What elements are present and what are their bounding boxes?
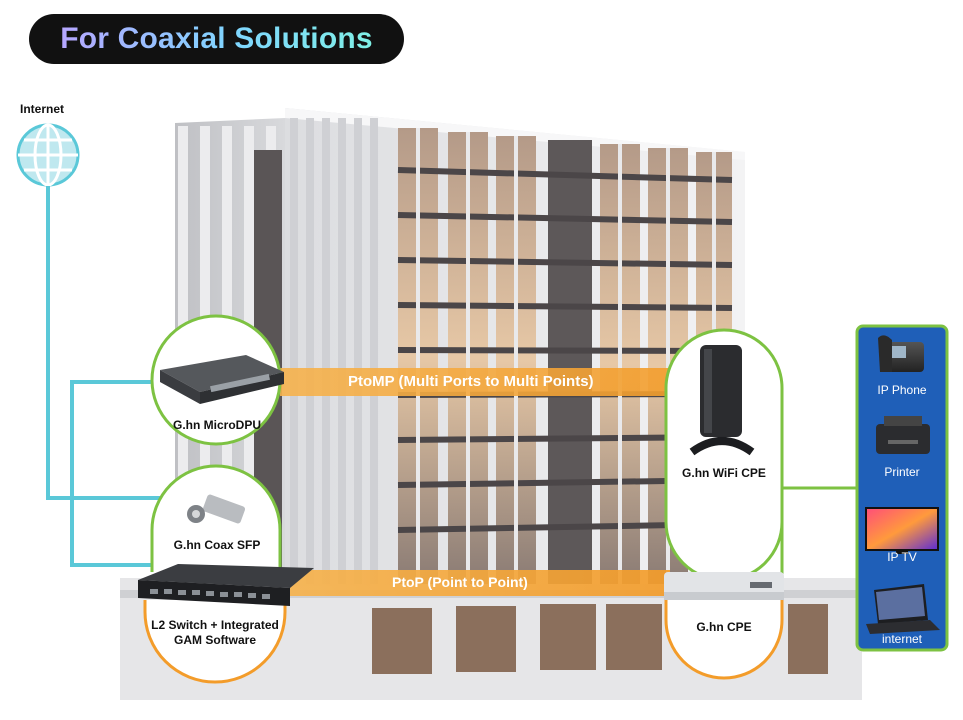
l2-switch-bubble	[143, 600, 287, 684]
microdpu-device	[160, 355, 284, 404]
printer-icon	[876, 416, 930, 454]
l2-switch-label-line1: L2 Switch + Integrated	[151, 618, 279, 632]
wifi-cpe-label: G.hn WiFi CPE	[682, 466, 766, 480]
title-banner: For Coaxial Solutions	[29, 14, 404, 64]
ip-phone-icon	[878, 335, 924, 372]
l2-switch-label-line2: GAM Software	[173, 633, 256, 647]
cpe-device	[664, 572, 784, 600]
wifi-cpe-device	[689, 345, 755, 456]
coax-sfp-label: G.hn Coax SFP	[173, 538, 261, 552]
laptop-icon	[866, 584, 940, 634]
end-device-label-ip-tv: IP TV	[887, 550, 917, 564]
end-device-label-ip-phone: IP Phone	[877, 383, 927, 397]
cpe-label: G.hn CPE	[696, 620, 752, 634]
ptomp-band	[280, 368, 700, 396]
cpe-capsule	[664, 585, 784, 680]
ptomp-label: PtoMP (Multi Ports to Multi Points)	[348, 373, 594, 390]
l2-switch-device	[138, 564, 314, 606]
end-device-label-internet: internet	[881, 632, 923, 646]
ptop-label: PtoP (Point to Point)	[392, 574, 528, 590]
facade-fins	[290, 118, 378, 584]
microdpu-label: G.hn MicroDPU	[172, 418, 261, 432]
ptop-band	[290, 570, 670, 596]
internet-label: Internet	[20, 102, 65, 116]
coax-sfp-bubble	[150, 464, 282, 572]
coax-sfp-device	[187, 494, 246, 524]
end-device-label-printer: Printer	[884, 465, 920, 479]
ip-tv-icon	[865, 507, 939, 554]
globe-icon	[16, 123, 80, 187]
page-title: For Coaxial Solutions	[60, 22, 373, 55]
end-device-panel	[855, 324, 949, 652]
ground-floor-windows	[372, 604, 828, 674]
uplink-lines	[46, 186, 160, 567]
